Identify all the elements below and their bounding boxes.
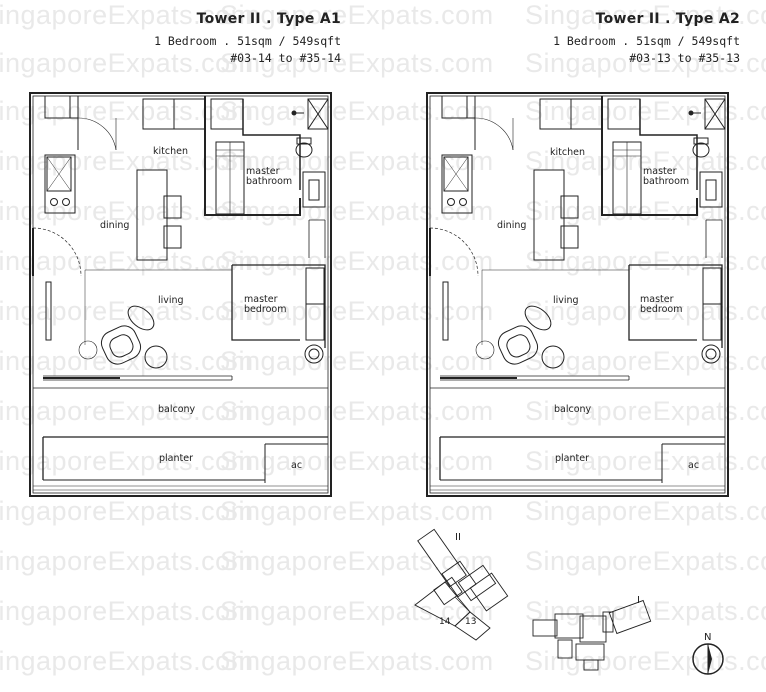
watermark: SingaporeExpats.com bbox=[220, 0, 494, 30]
watermark: SingaporeExpats.com bbox=[220, 96, 494, 126]
watermark: SingaporeExpats.com bbox=[0, 546, 254, 576]
keyplan-tower-ii: II 14 13 bbox=[414, 528, 509, 641]
room-label-master-bedroom-1: master bbox=[244, 294, 278, 305]
watermark: SingaporeExpats.com bbox=[525, 446, 766, 476]
watermark: SingaporeExpats.com bbox=[525, 646, 766, 676]
room-label-dining: dining bbox=[497, 220, 526, 231]
room-label-master-bedroom-1: master bbox=[640, 294, 674, 305]
watermark: SingaporeExpats.com bbox=[220, 396, 494, 426]
unit-a2-header: Tower II . Type A2 1 Bedroom . 51sqm / 5… bbox=[553, 11, 740, 65]
watermark: SingaporeExpats.com bbox=[220, 646, 494, 676]
watermark: SingaporeExpats.com bbox=[525, 596, 766, 626]
watermark: SingaporeExpats.com bbox=[0, 446, 254, 476]
room-label-ac: ac bbox=[291, 460, 302, 471]
room-label-kitchen: kitchen bbox=[153, 146, 188, 157]
room-label-master-bedroom-2: bedroom bbox=[640, 304, 682, 315]
watermark: SingaporeExpats.com bbox=[0, 396, 254, 426]
keyplan-tower-i-label: I bbox=[637, 595, 640, 606]
unit-a2-title: Tower II . Type A2 bbox=[595, 11, 740, 27]
room-label-ac: ac bbox=[688, 460, 699, 471]
room-label-dining: dining bbox=[100, 220, 129, 231]
watermark: SingaporeExpats.com bbox=[0, 646, 254, 676]
watermark: SingaporeExpats.com bbox=[525, 396, 766, 426]
unit-a1-units: #03-14 to #35-14 bbox=[230, 51, 341, 65]
room-label-balcony: balcony bbox=[554, 404, 592, 415]
watermark: SingaporeExpats.com bbox=[220, 246, 494, 276]
room-label-balcony: balcony bbox=[158, 404, 196, 415]
room-label-master-bathroom-2: bathroom bbox=[643, 176, 689, 187]
watermark: SingaporeExpats.com bbox=[525, 0, 766, 30]
unit-a1-spec: 1 Bedroom . 51sqm / 549sqft bbox=[154, 34, 341, 48]
unit-a1-header: Tower II . Type A1 1 Bedroom . 51sqm / 5… bbox=[154, 11, 341, 65]
watermark: SingaporeExpats.com bbox=[0, 146, 254, 176]
watermark: SingaporeExpats.com bbox=[220, 546, 494, 576]
watermark: SingaporeExpats.com bbox=[0, 496, 254, 526]
watermark: SingaporeExpats.com bbox=[525, 196, 766, 226]
plan-a1: kitchen master bathroom dining living ma… bbox=[29, 92, 332, 497]
watermark: SingaporeExpats.com bbox=[0, 48, 254, 78]
watermark: SingaporeExpats.com bbox=[0, 196, 254, 226]
unit-a2-units: #03-13 to #35-13 bbox=[629, 51, 740, 65]
keyplan-unit-13: 13 bbox=[465, 617, 476, 627]
watermark: SingaporeExpats.com bbox=[220, 596, 494, 626]
keyplan-tower-i: I bbox=[532, 595, 652, 671]
north-arrow-icon: N bbox=[692, 632, 724, 675]
watermark: SingaporeExpats.com bbox=[525, 546, 766, 576]
room-label-living: living bbox=[553, 295, 579, 306]
plan-a2: kitchen master bathroom dining living ma… bbox=[426, 92, 729, 497]
watermark: SingaporeExpats.com bbox=[525, 496, 766, 526]
room-label-planter: planter bbox=[159, 453, 193, 464]
room-label-master-bathroom-1: master bbox=[643, 166, 677, 177]
watermark: SingaporeExpats.com bbox=[220, 146, 494, 176]
watermark: SingaporeExpats.com bbox=[220, 496, 494, 526]
north-label: N bbox=[704, 632, 711, 643]
room-label-planter: planter bbox=[555, 453, 589, 464]
room-label-living: living bbox=[158, 295, 184, 306]
watermark: SingaporeExpats.com bbox=[525, 96, 766, 126]
watermark: SingaporeExpats.com bbox=[0, 246, 254, 276]
watermark: SingaporeExpats.com bbox=[0, 596, 254, 626]
keyplan-tower-ii-label: II bbox=[455, 532, 461, 543]
watermark: SingaporeExpats.com bbox=[525, 146, 766, 176]
watermark: SingaporeExpats.com bbox=[220, 48, 494, 78]
room-label-master-bathroom-2: bathroom bbox=[246, 176, 292, 187]
watermark: SingaporeExpats.com bbox=[0, 296, 254, 326]
unit-a1-title: Tower II . Type A1 bbox=[196, 11, 341, 27]
watermark: SingaporeExpats.com bbox=[525, 346, 766, 376]
unit-a2-spec: 1 Bedroom . 51sqm / 549sqft bbox=[553, 34, 740, 48]
watermark: SingaporeExpats.com bbox=[220, 446, 494, 476]
watermark: SingaporeExpats.com bbox=[525, 48, 766, 78]
watermark: SingaporeExpats.com bbox=[0, 0, 254, 30]
watermark: SingaporeExpats.com bbox=[525, 246, 766, 276]
keyplan-unit-14: 14 bbox=[439, 617, 451, 627]
room-label-master-bedroom-2: bedroom bbox=[244, 304, 286, 315]
room-label-master-bathroom-1: master bbox=[246, 166, 280, 177]
watermark: SingaporeExpats.com bbox=[220, 346, 494, 376]
watermark: SingaporeExpats.com bbox=[525, 296, 766, 326]
room-label-kitchen: kitchen bbox=[550, 147, 585, 158]
